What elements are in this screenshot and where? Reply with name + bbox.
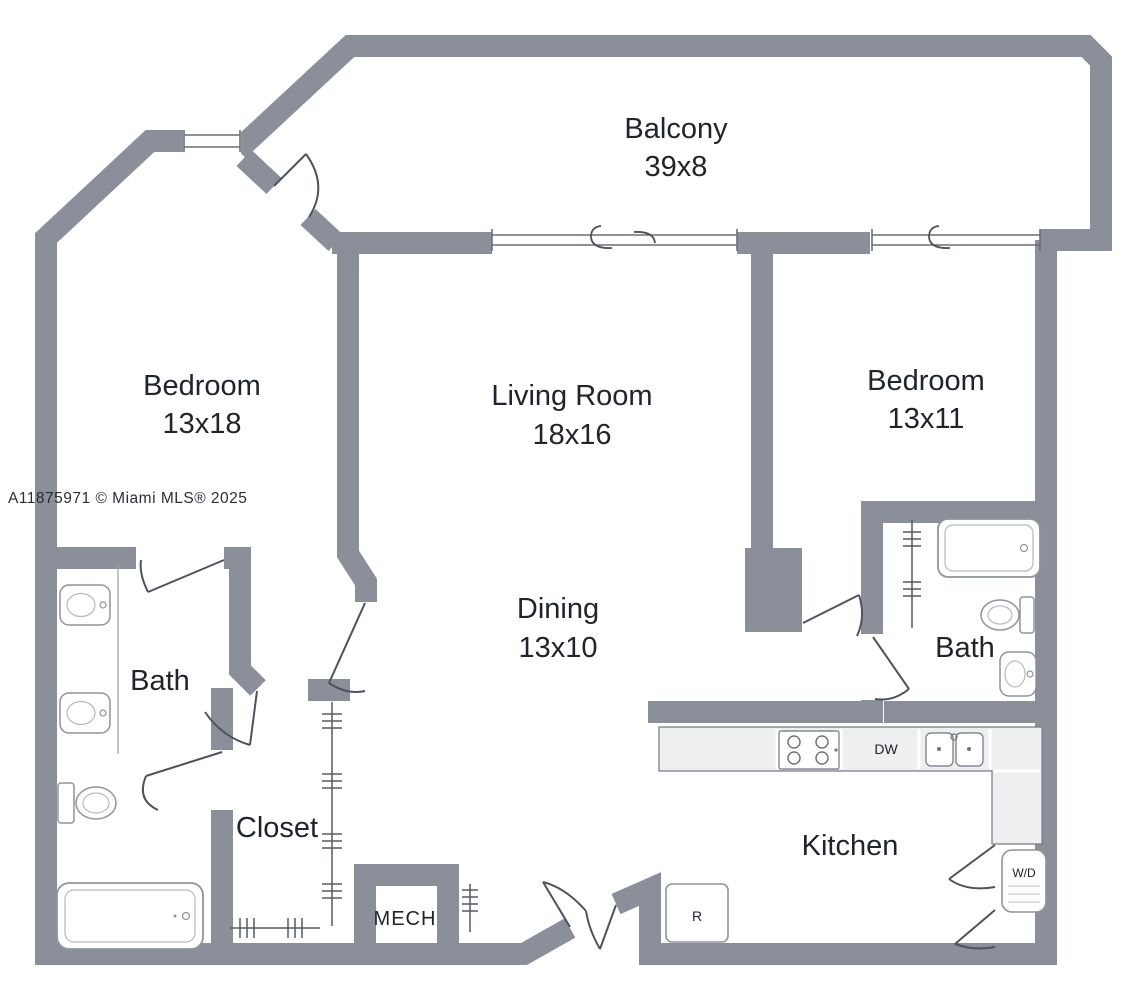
stove [778, 730, 840, 770]
windows [183, 129, 1041, 251]
kitchen-label: Kitchen [802, 830, 899, 862]
bath2-door-swing [872, 636, 910, 701]
mls-watermark: A11875971 © Miami MLS® 2025 [8, 490, 247, 507]
toilet-bowl-icon [980, 599, 1020, 631]
walls [35, 35, 1112, 965]
room-labels: Balcony 39x8 Bedroom 13x18 Living Room 1… [130, 113, 1036, 930]
toilet-tank [1019, 596, 1035, 634]
bath2-shelf-ticks [903, 531, 921, 597]
faucet-icon [950, 733, 958, 741]
bath1-sink-bottom [59, 692, 111, 734]
laundry-door-swing-bottom [954, 909, 996, 950]
sink-bowl-icon [1004, 660, 1026, 688]
tub-drain-dot [173, 914, 177, 918]
kitchen-counter [658, 726, 1043, 845]
bathtub-inner [944, 524, 1034, 572]
sink-drain-icon [967, 747, 971, 751]
entry-door-swing-right [585, 904, 617, 950]
faucet-icon [99, 601, 107, 609]
bathtub-inner [64, 889, 196, 943]
balcony-door-swing [273, 153, 320, 218]
counter-section-gaps [775, 729, 1040, 773]
toilet-bowl-inner [82, 792, 110, 814]
laundry-door-swing-top [948, 844, 996, 890]
bath1-label: Bath [130, 665, 190, 697]
faucet-icon [99, 709, 107, 717]
bathtub [937, 518, 1041, 578]
entry-door-swing-left [542, 881, 587, 928]
toilet-tank [57, 782, 75, 824]
bath1-walls [46, 547, 350, 701]
washer-dryer-vent-lines [1008, 885, 1040, 903]
toilet-bowl-inner [987, 605, 1013, 625]
bedroom1-dims: 13x18 [162, 408, 241, 440]
entry-closet-ticks [462, 889, 478, 912]
balcony-label: Balcony [624, 113, 728, 145]
bathtub [56, 882, 204, 950]
living-slider-window [491, 229, 738, 251]
bath2-walls [861, 501, 1046, 723]
refrigerator [665, 883, 729, 943]
balcony-outer-wall [230, 35, 1112, 251]
living-room-label: Living Room [491, 380, 652, 412]
toilet-room-door-swing [142, 751, 223, 811]
bath2-label: Bath [935, 632, 995, 664]
stove-burner-icon [787, 735, 838, 765]
mech-label: MECH [374, 908, 437, 930]
bath1-sink-top [59, 584, 111, 626]
dishwasher-label: DW [874, 741, 898, 757]
bedroom2-slider-window [871, 229, 1041, 251]
bedroom1-divider-wall [337, 251, 377, 602]
bath1-fixtures [56, 564, 204, 950]
dining-dims: 13x10 [518, 632, 597, 664]
toilet-bowl-icon [75, 786, 117, 820]
closet-door-swing [204, 690, 258, 746]
living-room-dims: 18x16 [532, 419, 611, 451]
bedroom2-dims: 13x11 [888, 403, 965, 435]
corner-window [183, 130, 241, 152]
dining-label: Dining [517, 593, 599, 625]
slider-hooks [590, 225, 951, 249]
bedroom2-label: Bedroom [867, 365, 985, 397]
doors [139, 153, 996, 950]
slider-hook-icon [928, 225, 951, 249]
bedroom1-door-swing [328, 602, 366, 693]
washer-dryer [1001, 849, 1047, 913]
bedroom2-door-swing [802, 594, 863, 637]
bath2-fixtures [937, 518, 1041, 697]
column-block [745, 548, 802, 632]
slider-hook-icon [590, 225, 613, 249]
closet-rod-ticks [239, 918, 303, 938]
kitchen-fixtures [658, 726, 1047, 943]
balcony-dims: 39x8 [645, 151, 708, 183]
washer-dryer-label: W/D [1012, 866, 1036, 880]
bath1-door-swing [139, 559, 225, 593]
slider-hook-icon [633, 231, 656, 244]
bedroom1-label: Bedroom [143, 370, 261, 402]
left-outer-wall [35, 130, 576, 965]
sink-bowl-icon [66, 592, 96, 618]
balcony-door-wall [236, 149, 344, 252]
refrigerator-label: R [692, 908, 702, 924]
sink-bowl-icon [66, 700, 96, 726]
tub-drain-icon [181, 911, 191, 921]
mech-walls [354, 864, 459, 954]
closet-rod-ticks [322, 713, 342, 899]
faucet-icon [1026, 670, 1034, 678]
sink-drain-icon [937, 747, 941, 751]
corner-window-backing [183, 129, 241, 153]
tub-drain-icon [1019, 543, 1029, 553]
closet-rods [230, 520, 921, 938]
closet-label: Closet [236, 812, 318, 844]
